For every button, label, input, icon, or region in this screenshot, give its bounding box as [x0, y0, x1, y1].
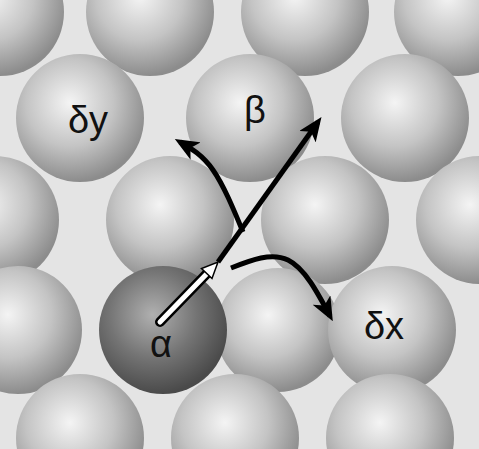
site-label: δy — [68, 101, 108, 139]
atom-site: δx — [328, 266, 456, 394]
atom-site: α — [99, 266, 227, 394]
hop-arrow — [231, 257, 330, 316]
site-label: α — [150, 325, 172, 363]
atom-site: δy — [16, 54, 144, 182]
hop-arrow — [218, 122, 318, 262]
atom-site: β — [186, 54, 314, 182]
adatom-sphere — [99, 266, 227, 394]
site-label: β — [244, 91, 266, 129]
hop-arrow — [180, 142, 243, 232]
start-arrow — [160, 262, 218, 322]
site-label: δx — [364, 307, 404, 345]
